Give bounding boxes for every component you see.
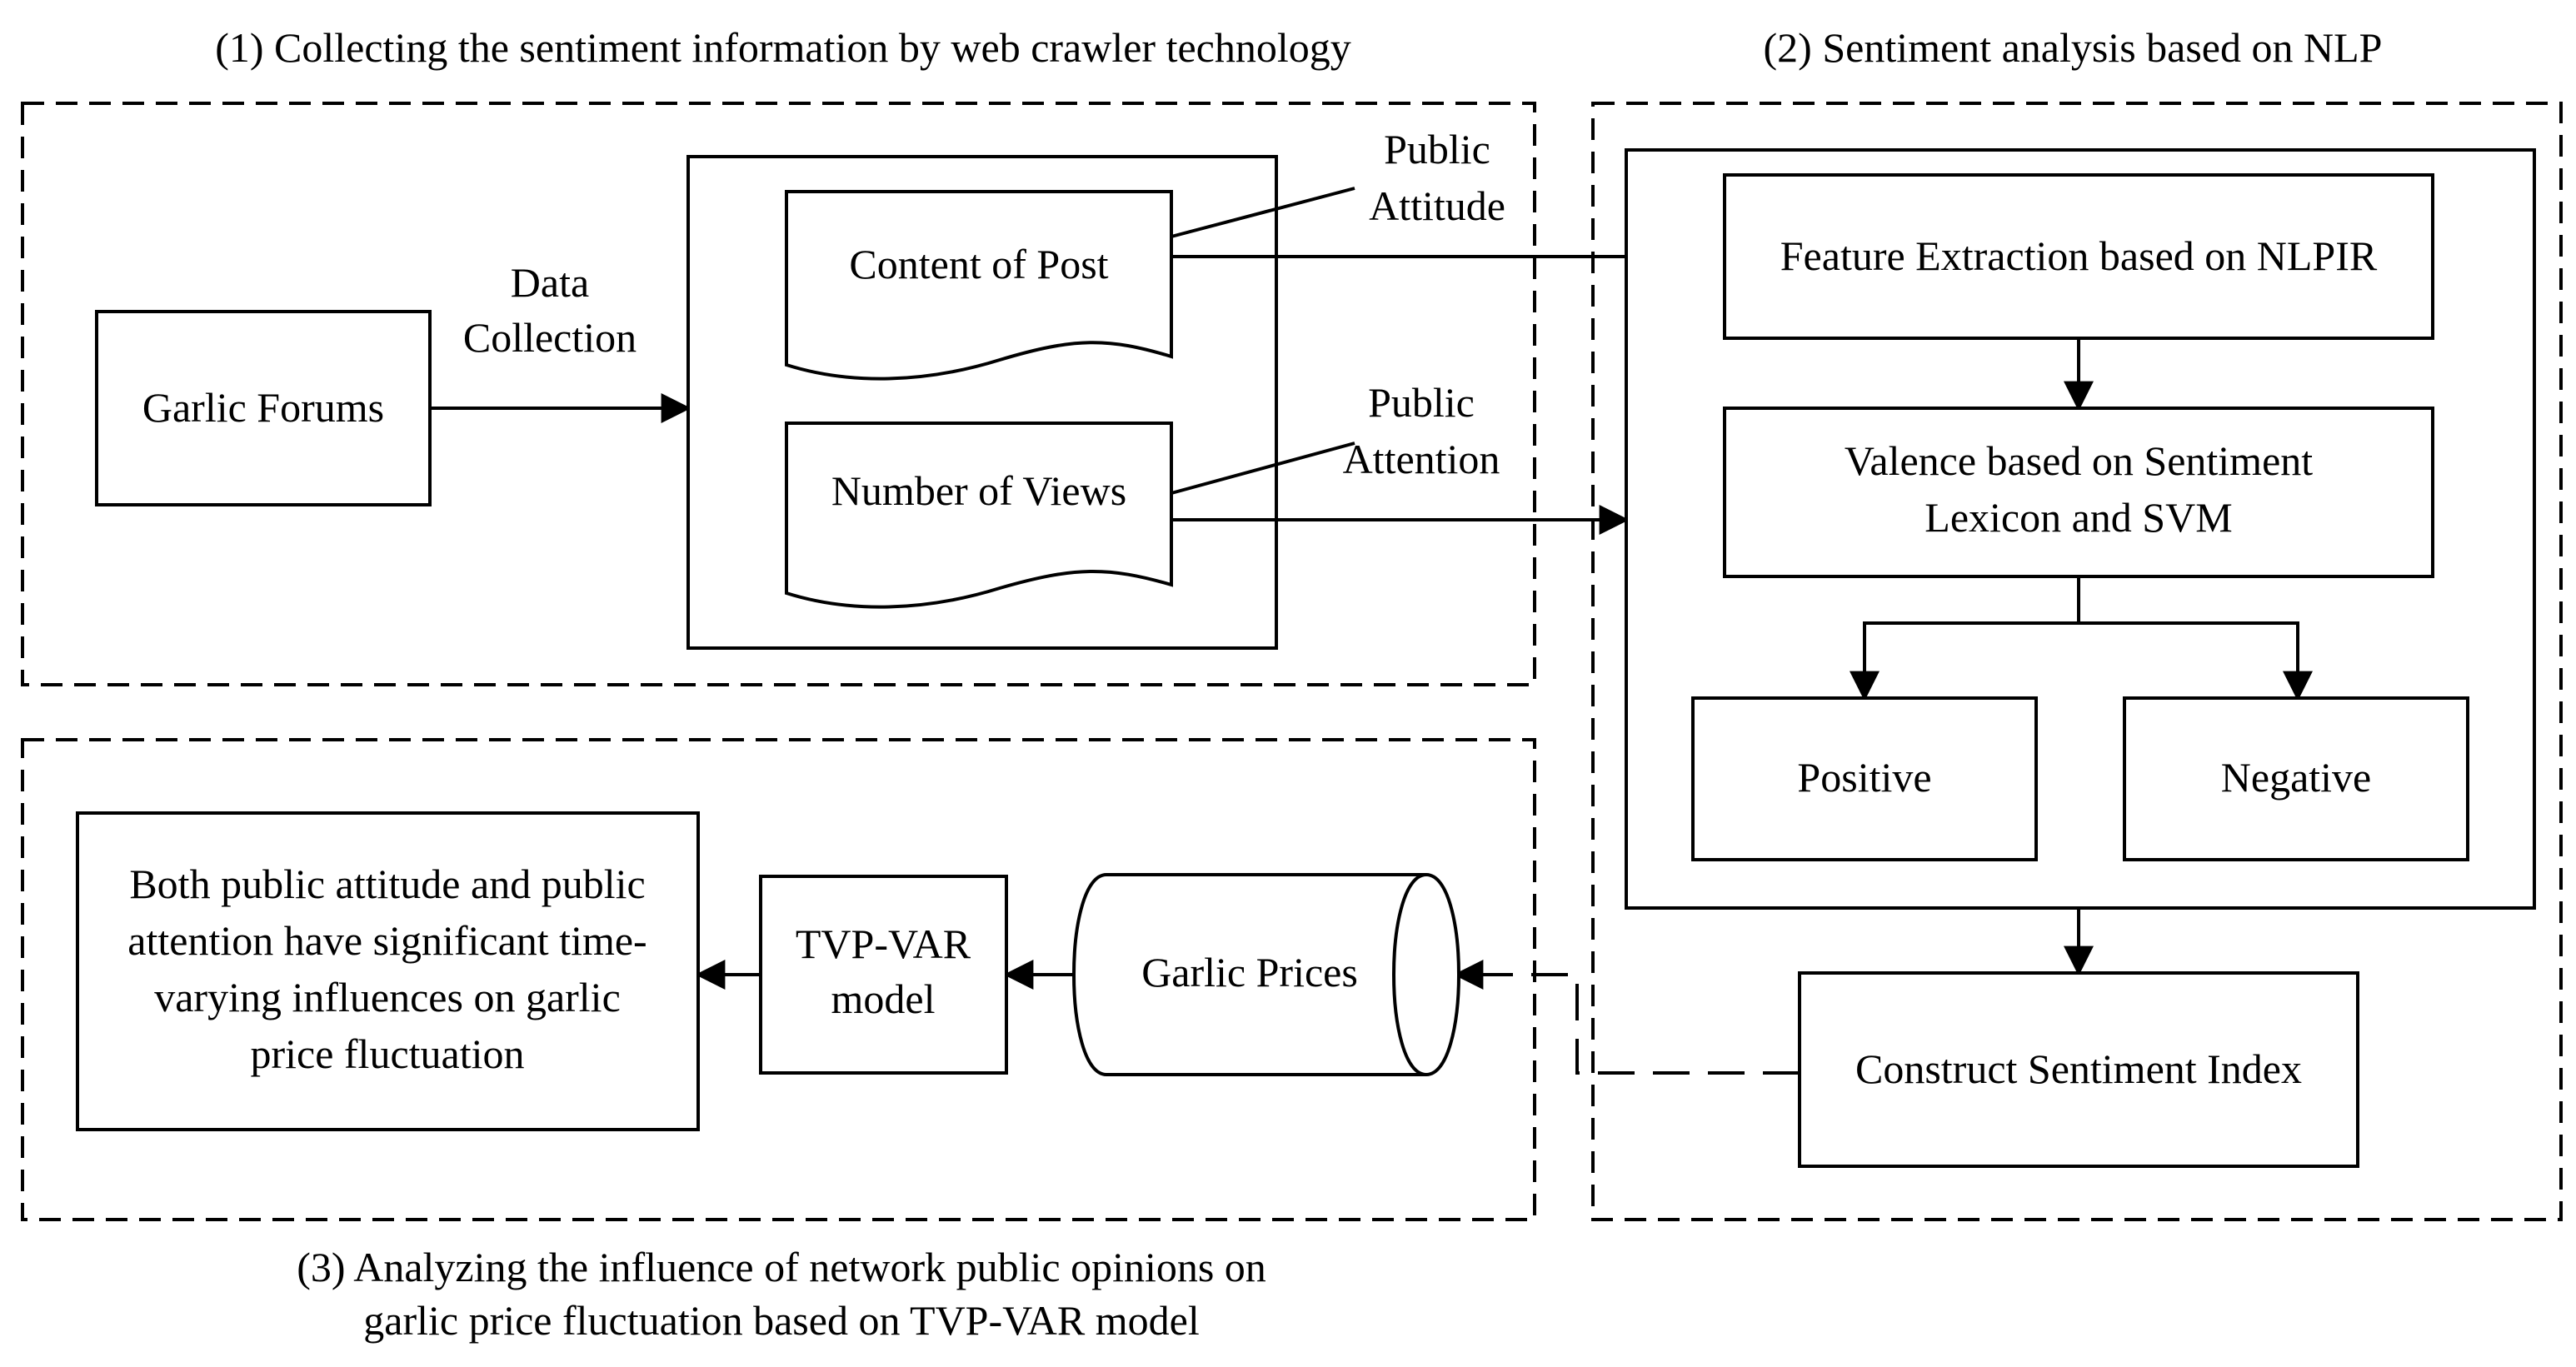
valence-box [1723, 407, 2434, 578]
garlic-forums-label: Garlic Forums [142, 384, 384, 431]
public-attitude-leader [1171, 187, 1355, 238]
number-of-views-label: Number of Views [831, 467, 1126, 514]
section-3-frame [21, 738, 1536, 1221]
conclusion-line-4: price fluctuation [250, 1030, 524, 1077]
data-collection-label-line-2: Collection [463, 314, 637, 361]
section-2-frame [1591, 102, 2563, 1221]
conclusion-line-3: varying influences on garlic [154, 974, 621, 1020]
garlic-forums-box [95, 310, 432, 506]
content-of-post-label: Content of Post [849, 241, 1108, 287]
feature-extraction-label: Feature Extraction based on NLPIR [1780, 232, 2378, 279]
public-attention-leader [1171, 442, 1355, 495]
construct-index-box [1798, 971, 2359, 1168]
valence-label-line-2: Lexicon and SVM [1925, 494, 2232, 541]
tvp-var-label-line-2: model [831, 975, 936, 1022]
negative-box [2123, 696, 2469, 861]
conclusion-box [76, 811, 700, 1131]
tvp-var-box [759, 875, 1008, 1075]
number-of-views-document [785, 422, 1173, 609]
conclusion-line-1: Both public attitude and public [129, 861, 645, 907]
tvp-var-label-line-1: TVP-VAR [796, 920, 971, 967]
garlic-prices-label: Garlic Prices [1141, 949, 1358, 995]
conclusion-line-2: attention have significant time- [127, 917, 646, 964]
valence-to-negative-arrow [2079, 621, 2313, 701]
content-of-post-document [785, 190, 1173, 381]
positive-box [1691, 696, 2038, 861]
valence-to-positive-arrow [1850, 576, 2080, 701]
public-attitude-label-line-2: Attitude [1369, 182, 1505, 229]
section-3-title-line-1: (3) Analyzing the influence of network p… [297, 1244, 1266, 1290]
section-2-title: (2) Sentiment analysis based on NLP [1764, 24, 2383, 71]
garlic-prices-cylinder-face [1392, 873, 1427, 1076]
positive-label: Positive [1797, 754, 1931, 801]
data-collection-label-line-1: Data [511, 259, 589, 306]
section-1-frame [21, 102, 1536, 686]
public-attention-label-line-2: Attention [1343, 436, 1500, 482]
section-3-title-line-2: garlic price fluctuation based on TVP-VA… [363, 1297, 1200, 1344]
construct-index-label: Construct Sentiment Index [1855, 1045, 2302, 1092]
public-attitude-label-line-1: Public [1384, 126, 1490, 172]
negative-label: Negative [2221, 754, 2371, 801]
public-attention-label-line-1: Public [1368, 379, 1475, 426]
section-1-title: (1) Collecting the sentiment information… [215, 24, 1351, 71]
valence-label-line-1: Valence based on Sentiment [1845, 437, 2313, 484]
index-to-prices-dashed-arrow [1453, 960, 1800, 1075]
